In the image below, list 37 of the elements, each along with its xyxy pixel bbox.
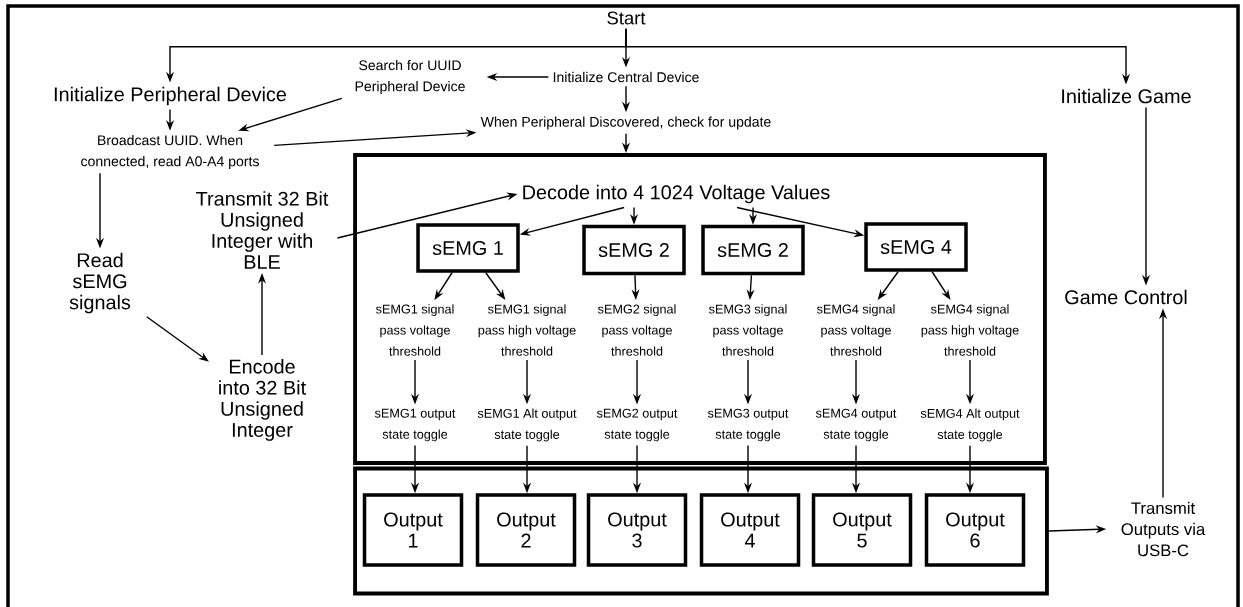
step-label: sEMG1 output state toggle	[374, 408, 456, 442]
step-label: sEMG3 output state toggle	[707, 408, 789, 442]
step-label: sEMG1 signal pass voltage threshold	[376, 304, 454, 356]
process-box: sEMG 2	[701, 224, 805, 276]
step-label: Initialize Game	[1062, 88, 1191, 104]
output-box: Output 4	[699, 493, 801, 567]
step-label: sEMG4 signal pass high voltage threshold	[921, 304, 1019, 356]
step-label: When Peripheral Discovered, check for update	[480, 116, 771, 130]
step-label: Encode into 32 Bit Unsigned Integer	[219, 359, 306, 441]
output-box: Output 2	[475, 493, 577, 567]
step-label: sEMG1 signal pass high voltage threshold	[478, 304, 576, 356]
process-box: sEMG 1	[416, 223, 520, 273]
step-label: Transmit Outputs via USB-C	[1121, 501, 1206, 557]
step-label: Decode into 4 1024 Voltage Values	[523, 184, 830, 204]
step-label: Broadcast UUID. When connected, read A0-A4 ports	[81, 134, 259, 170]
process-box: sEMG 4	[864, 222, 968, 272]
output-box: Output 5	[811, 493, 913, 567]
step-label: sEMG4 signal pass voltage threshold	[817, 304, 895, 356]
step-label: sEMG2 signal pass voltage threshold	[598, 304, 676, 356]
step-label: sEMG3 signal pass voltage threshold	[709, 304, 787, 356]
step-label: Start	[607, 11, 646, 25]
panel-frame	[353, 466, 1049, 596]
panel-frame	[353, 153, 1047, 465]
process-box: sEMG 2	[582, 224, 686, 276]
output-box: Output 1	[362, 493, 464, 567]
step-label: Transmit 32 Bit Unsigned Integer with BLE	[196, 191, 329, 269]
step-label: Initialize Central Device	[553, 71, 699, 83]
step-label: Initialize Peripheral Device	[54, 86, 286, 106]
step-label: Game Control	[1065, 289, 1187, 305]
step-label: sEMG1 Alt output state toggle	[477, 408, 577, 442]
step-label: Search for UUID Peripheral Device	[355, 59, 465, 95]
step-label: sEMG4 output state toggle	[815, 408, 897, 442]
step-label: Read sEMG signals	[69, 252, 131, 314]
output-box: Output 6	[924, 493, 1026, 567]
step-label: sEMG2 output state toggle	[596, 408, 678, 442]
output-box: Output 3	[586, 493, 688, 567]
step-label: sEMG4 Alt output state toggle	[920, 408, 1020, 442]
